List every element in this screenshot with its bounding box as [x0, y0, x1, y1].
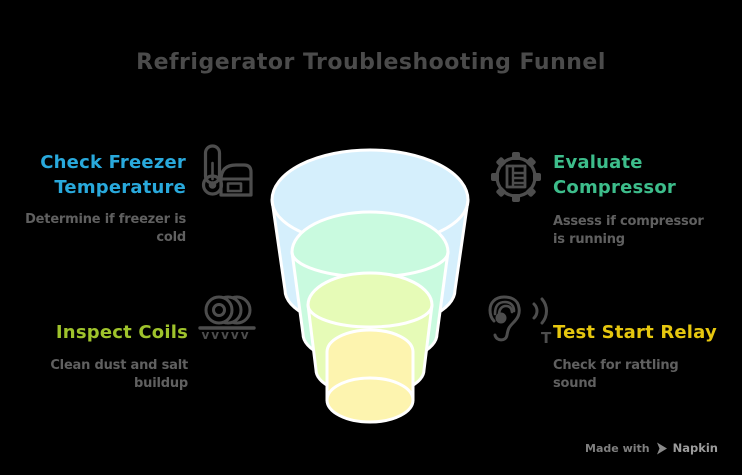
desc-line: Determine if freezer is: [25, 212, 186, 227]
heading-line: Compressor: [553, 177, 676, 198]
watermark: Made with Napkin: [585, 441, 718, 455]
funnel-stage-4-bottom: [325, 376, 415, 424]
item-heading: Check Freezer Temperature: [0, 150, 186, 200]
item-description: Check for rattling sound: [553, 357, 738, 393]
desc-line: Check for rattling: [553, 358, 679, 373]
heading-line: Test Start Relay: [553, 322, 717, 343]
napkin-logo-icon: [656, 442, 667, 454]
thermometer-freezer-icon: [201, 144, 253, 197]
item-description: Determine if freezer is cold: [0, 211, 186, 247]
ear-listening-icon: T: [488, 295, 552, 347]
desc-line: sound: [553, 376, 597, 391]
heading-line: Evaluate: [553, 152, 643, 173]
item-inspect-coils: Inspect Coils Clean dust and salt buildu…: [0, 320, 188, 393]
item-description: Assess if compressor is running: [553, 213, 738, 249]
relay-t-label: T: [541, 329, 552, 347]
item-test-start-relay: Test Start Relay Check for rattling soun…: [553, 320, 738, 393]
gear-compressor-icon: [491, 152, 541, 202]
item-description: Clean dust and salt buildup: [0, 357, 188, 393]
heading-line: Inspect Coils: [55, 322, 188, 343]
desc-line: Assess if compressor: [553, 214, 704, 229]
funnel-stage-3-rim: [306, 303, 434, 329]
item-heading: Evaluate Compressor: [553, 150, 738, 200]
watermark-prefix: Made with: [585, 441, 650, 455]
page-title: Refrigerator Troubleshooting Funnel: [136, 50, 606, 75]
desc-line: buildup: [134, 376, 188, 391]
desc-line: Clean dust and salt: [50, 358, 188, 373]
watermark-brand: Napkin: [672, 441, 718, 455]
heading-line: Temperature: [54, 177, 186, 198]
condenser-coils-icon: [198, 295, 256, 330]
item-check-freezer-temperature: Check Freezer Temperature Determine if f…: [0, 150, 186, 247]
heading-line: Check Freezer: [40, 152, 186, 173]
desc-line: cold: [156, 230, 186, 245]
item-heading: Test Start Relay: [553, 320, 738, 345]
desc-line: is running: [553, 232, 625, 247]
item-heading: Inspect Coils: [0, 320, 188, 345]
coil-fins-text: vvvvv: [201, 328, 251, 342]
item-evaluate-compressor: Evaluate Compressor Assess if compressor…: [553, 150, 738, 249]
